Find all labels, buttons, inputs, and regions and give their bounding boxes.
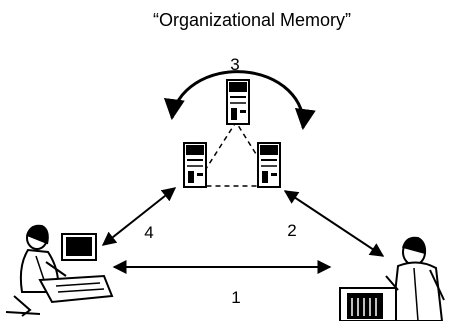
bottom-path-label: 1 bbox=[231, 288, 240, 307]
server-loop-label: 3 bbox=[230, 55, 239, 74]
server-right-icon bbox=[257, 142, 281, 188]
server-top-icon bbox=[226, 79, 250, 125]
right-path-label: 2 bbox=[287, 221, 296, 240]
arrow-left-path bbox=[101, 187, 177, 246]
diagram-title: “Organizational Memory” bbox=[153, 10, 351, 30]
person-left-icon bbox=[5, 224, 114, 317]
server-loop-arc bbox=[163, 70, 316, 131]
server-left-icon bbox=[183, 142, 207, 188]
server-link-dashed bbox=[194, 120, 278, 187]
person-right-icon bbox=[339, 236, 445, 321]
arrow-right-path bbox=[283, 190, 385, 257]
left-path-label: 4 bbox=[144, 223, 153, 242]
